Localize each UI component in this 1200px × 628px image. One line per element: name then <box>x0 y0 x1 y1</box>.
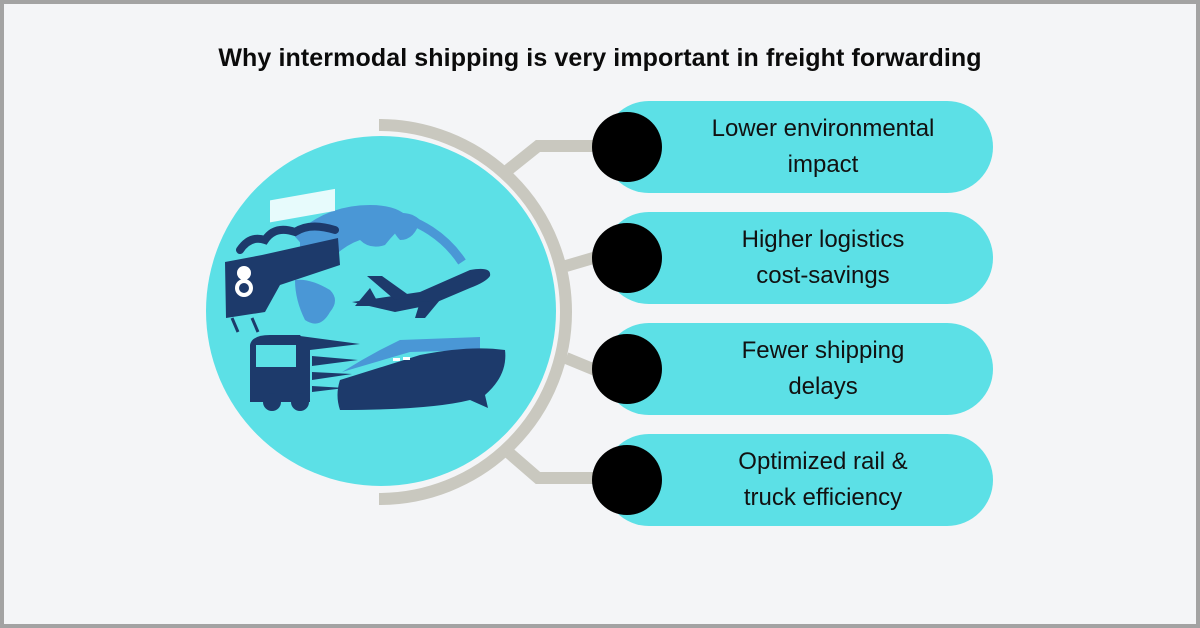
benefit-label: Optimized rail &truck efficiency <box>738 448 908 511</box>
bullet-dot <box>592 112 662 182</box>
benefit-item-4: Optimized rail &truck efficiency <box>592 434 993 526</box>
connector-lines <box>504 140 603 484</box>
cargo-ship-icon <box>337 337 506 410</box>
bullet-dot <box>592 223 662 293</box>
infographic-frame <box>4 4 1196 624</box>
connector-arc <box>378 119 572 505</box>
bullet-dot <box>592 334 662 404</box>
airplane-icon <box>352 268 491 318</box>
bullet-dot <box>592 445 662 515</box>
truck-icon <box>250 335 360 411</box>
page-title: Why intermodal shipping is very importan… <box>218 44 982 72</box>
steam-train-icon <box>225 188 340 333</box>
